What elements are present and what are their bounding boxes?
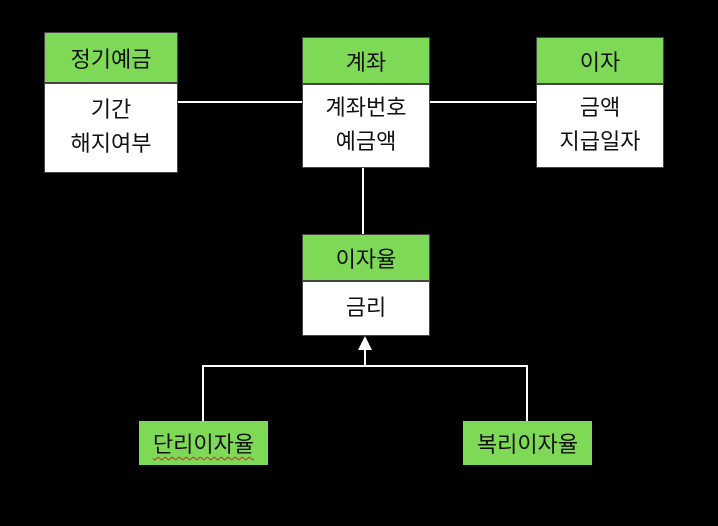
entity-attributes: 금리 [302,281,430,336]
attribute: 기간 [90,98,132,123]
entity-title: 정기예금 [44,32,178,83]
attribute: 금리 [345,295,387,321]
entity-title: 이자율 [302,234,430,281]
attribute: 금액 [579,96,621,121]
attribute: 지급일자 [559,130,641,155]
inheritance-arrowhead [358,336,372,350]
attribute: 계좌번호 [325,96,407,121]
subtype-compound-rate: 복리이자율 [463,421,592,465]
attribute: 예금액 [335,130,397,155]
entity-title: 이자 [536,37,664,84]
attribute: 해지여부 [70,132,152,157]
entity-interest-rate: 이자율 금리 [302,234,430,336]
entity-title: 계좌 [302,37,430,84]
entity-fixed-deposit: 정기예금 기간 해지여부 [44,32,178,173]
entity-attributes: 금액 지급일자 [536,84,664,168]
subtype-simple-rate: 단리이자율 [139,421,268,465]
entity-interest: 이자 금액 지급일자 [536,37,664,168]
entity-account: 계좌 계좌번호 예금액 [302,37,430,168]
entity-attributes: 계좌번호 예금액 [302,84,430,168]
subtype-label: 복리이자율 [476,433,579,458]
line-inheritance-branches [202,365,528,421]
subtype-label: 단리이자율 [152,433,255,458]
entity-attributes: 기간 해지여부 [44,83,178,173]
